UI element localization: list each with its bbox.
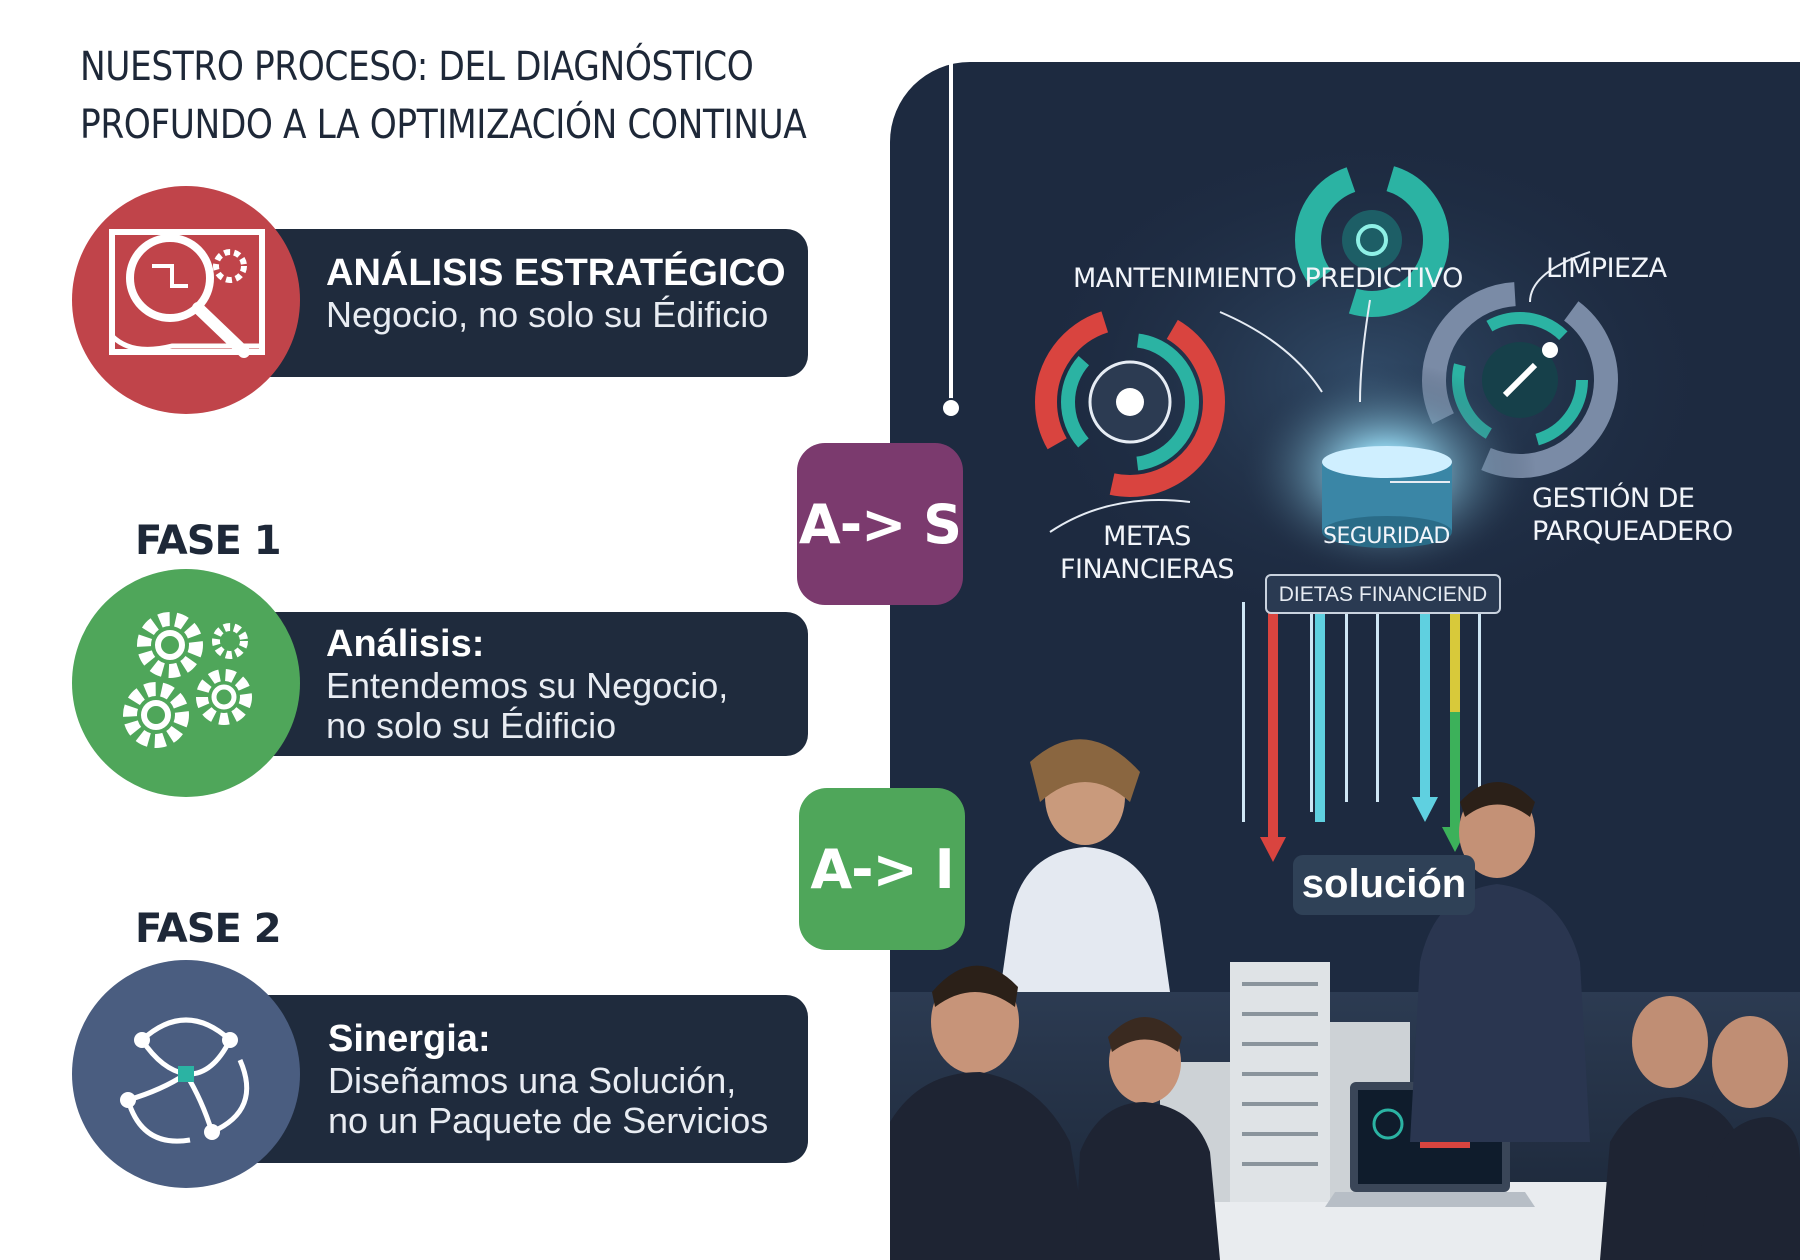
step-heading: ANÁLISIS ESTRATÉGICO — [326, 252, 786, 294]
gears-icon — [123, 612, 252, 748]
page-title-line2: PROFUNDO A LA OPTIMIZACIÓN CONTINUA — [80, 102, 807, 148]
step-text: Negocio, no solo su Édificio — [326, 294, 769, 335]
step-card-analysis: Análisis: Entendemos su Negocio, no solo… — [230, 612, 808, 756]
step-icon-circle-synergy — [72, 960, 300, 1188]
step-card-synergy: Sinergia: Diseñamos una Solución, no un … — [230, 995, 808, 1163]
timeline-line — [949, 62, 953, 402]
step-text-line1: Entendemos su Negocio, — [326, 665, 729, 706]
diagram-artwork — [890, 122, 1800, 1260]
people-illustration — [890, 739, 1800, 1260]
solution-label: solución — [1293, 855, 1475, 915]
step-icon-circle-strategic — [72, 186, 300, 414]
left-ring-icon — [1035, 307, 1225, 497]
step-icon-circle-analysis — [72, 569, 300, 797]
label-box: DIETAS FINANCIEND — [1265, 574, 1501, 614]
step-text-line1: Diseñamos una Solución, — [328, 1060, 737, 1101]
magnifier-blueprint-icon — [109, 229, 265, 358]
step-text-line2: no un Paquete de Servicios — [328, 1100, 769, 1141]
page-title-line1: NUESTRO PROCESO: DEL DIAGNÓSTICO — [80, 44, 754, 90]
diagram-panel — [890, 62, 1800, 1260]
connector-badge-ai: A-> I — [799, 788, 965, 950]
label-predictive-maintenance: MANTENIMIENTO PREDICTIVO — [1073, 263, 1463, 294]
label-financial-goals: METAS FINANCIERAS — [1060, 521, 1235, 585]
phase-label-2: FASE 2 — [135, 906, 282, 952]
step-heading: Sinergia: — [328, 1018, 491, 1060]
timeline-dot — [941, 398, 961, 418]
synergy-cycle-icon — [120, 1017, 250, 1144]
page-title: NUESTRO PROCESO: DEL DIAGNÓSTICO PROFUND… — [80, 38, 807, 154]
top-ring-icon — [1295, 163, 1449, 317]
step-heading: Análisis: — [326, 623, 485, 665]
label-cleaning: LIMPIEZA — [1546, 253, 1667, 284]
label-parking: GESTIÓN DE PARQUEADERO — [1532, 483, 1733, 547]
step-card-strategic: ANÁLISIS ESTRATÉGICO Negocio, no solo su… — [230, 229, 808, 377]
step-text-line2: no solo su Édificio — [326, 705, 617, 746]
label-security: SEGURIDAD — [1323, 524, 1450, 549]
connector-badge-as: A-> S — [797, 443, 963, 605]
phase-label-1: FASE 1 — [135, 518, 282, 564]
